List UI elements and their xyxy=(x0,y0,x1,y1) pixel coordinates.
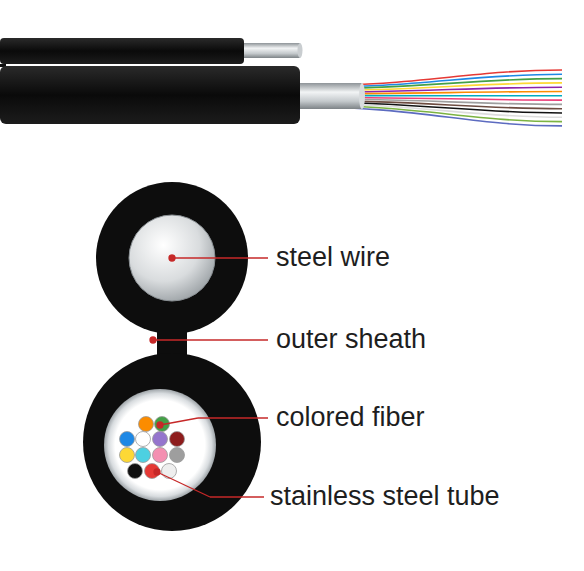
fiber-dot xyxy=(136,448,151,463)
fiber-dot xyxy=(120,432,135,447)
fiber-dot xyxy=(170,432,185,447)
fiber-dot xyxy=(145,464,160,479)
fiber-dot xyxy=(120,448,135,463)
fiber-cross-sections xyxy=(120,417,185,479)
part-label: stainless steel tube xyxy=(270,483,500,510)
fiber-dot xyxy=(128,464,143,479)
fiber-strands xyxy=(300,70,562,126)
cable-cross-section xyxy=(83,182,261,531)
part-label: colored fiber xyxy=(276,404,425,431)
leader-lines xyxy=(150,255,268,497)
fiber-dot xyxy=(153,432,168,447)
fiber-dot xyxy=(153,448,168,463)
part-label: outer sheath xyxy=(276,326,426,353)
cable-side-view xyxy=(0,38,562,126)
fiber-strand xyxy=(300,107,562,126)
fiber-dot xyxy=(170,448,185,463)
part-label: steel wire xyxy=(276,244,390,271)
fiber-dot xyxy=(136,432,151,447)
fiber-dot xyxy=(139,417,154,432)
fiber-dot xyxy=(162,464,177,479)
